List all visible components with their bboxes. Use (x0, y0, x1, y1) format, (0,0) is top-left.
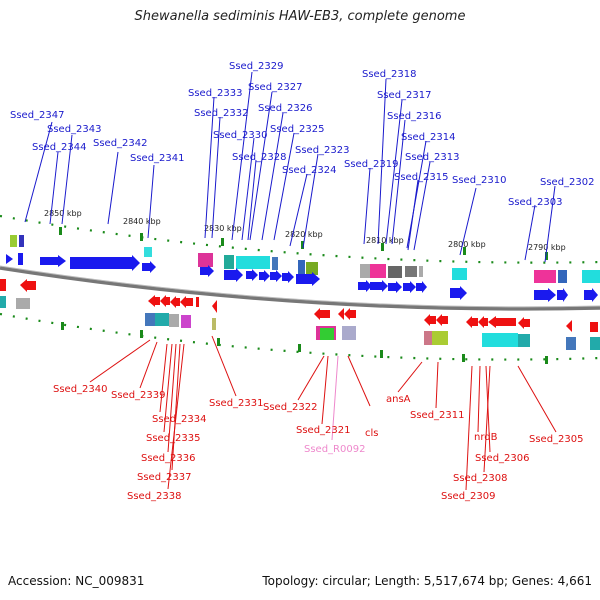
gene-label-Ssed_2344[interactable]: Ssed_2344 (32, 142, 87, 153)
plus-feature-boxes (10, 235, 600, 283)
gene-label-nrdB[interactable]: nrdB (474, 432, 498, 443)
gene-label-Ssed_2339[interactable]: Ssed_2339 (111, 390, 166, 401)
scale-label-2830: 2830 kbp (204, 224, 242, 233)
gene-label-Ssed_2341[interactable]: Ssed_2341 (130, 153, 185, 164)
scale-label-2810: 2810 kbp (366, 236, 404, 245)
gene-label-Ssed_2303[interactable]: Ssed_2303 (508, 197, 563, 208)
accession-text: Accession: NC_009831 (8, 574, 145, 588)
scale-label-2820: 2820 kbp (285, 230, 323, 239)
gene-label-Ssed_2321[interactable]: Ssed_2321 (296, 425, 351, 436)
gene-label-Ssed_2324[interactable]: Ssed_2324 (282, 165, 337, 176)
gene-label-Ssed_2326[interactable]: Ssed_2326 (258, 103, 313, 114)
gene-label-Ssed_2302[interactable]: Ssed_2302 (540, 177, 595, 188)
gene-label-ansA[interactable]: ansA (386, 394, 411, 405)
gene-label-Ssed_2333[interactable]: Ssed_2333 (188, 88, 243, 99)
gene-label-Ssed_2322[interactable]: Ssed_2322 (263, 402, 318, 413)
gene-label-Ssed_2305[interactable]: Ssed_2305 (529, 434, 584, 445)
gene-label-Ssed_2316[interactable]: Ssed_2316 (387, 111, 442, 122)
gene-label-Ssed_2317[interactable]: Ssed_2317 (377, 90, 432, 101)
gene-label-Ssed_2313[interactable]: Ssed_2313 (405, 152, 460, 163)
topology-text: Topology: circular; Length: 5,517,674 bp… (262, 574, 592, 588)
gene-label-Ssed_2306[interactable]: Ssed_2306 (475, 453, 530, 464)
gene-label-cls[interactable]: cls (365, 428, 379, 439)
gene-label-Ssed_2334[interactable]: Ssed_2334 (152, 414, 207, 425)
tick-2820 (301, 241, 304, 249)
gene-label-Ssed_2338[interactable]: Ssed_2338 (127, 491, 182, 502)
bottom-leader-lines (89, 335, 557, 491)
gene-label-Ssed_2319[interactable]: Ssed_2319 (344, 159, 399, 170)
gene-label-Ssed_2309[interactable]: Ssed_2309 (441, 491, 496, 502)
genome-backbone (0, 266, 600, 311)
gene-label-Ssed_2308[interactable]: Ssed_2308 (453, 473, 508, 484)
gene-label-Ssed_2330[interactable]: Ssed_2330 (213, 130, 268, 141)
gene-label-Ssed_2325[interactable]: Ssed_2325 (270, 124, 325, 135)
gene-label-Ssed_2332[interactable]: Ssed_2332 (194, 108, 249, 119)
gene-label-Ssed_2310[interactable]: Ssed_2310 (452, 175, 507, 186)
gene-label-Ssed_2318[interactable]: Ssed_2318 (362, 69, 417, 80)
gene-label-Ssed_2347[interactable]: Ssed_2347 (10, 110, 65, 121)
gene-label-Ssed_R0092[interactable]: Ssed_R0092 (304, 444, 365, 455)
gene-label-Ssed_2315[interactable]: Ssed_2315 (394, 172, 449, 183)
minus-genes (0, 279, 598, 332)
lower-scale-ticks (61, 322, 548, 364)
gene-label-Ssed_2311[interactable]: Ssed_2311 (410, 410, 465, 421)
gene-label-Ssed_2343[interactable]: Ssed_2343 (47, 124, 102, 135)
tick-2830 (221, 238, 224, 246)
tick-2790 (545, 252, 548, 260)
plus-genes (6, 253, 598, 302)
gene-label-Ssed_2329[interactable]: Ssed_2329 (229, 61, 284, 72)
scale-track-upper (0, 214, 600, 264)
gene-label-Ssed_2331[interactable]: Ssed_2331 (209, 398, 264, 409)
tick-2800 (463, 247, 466, 255)
gene-label-Ssed_2340[interactable]: Ssed_2340 (53, 384, 108, 395)
top-leader-lines (24, 71, 556, 263)
major-ticks (59, 227, 548, 260)
tick-2810 (381, 243, 384, 251)
minus-feature-boxes (0, 296, 600, 350)
scale-label-2800: 2800 kbp (448, 240, 486, 249)
gene-label-Ssed_2342[interactable]: Ssed_2342 (93, 138, 148, 149)
scale-label-2840: 2840 kbp (123, 217, 161, 226)
gene-label-Ssed_2337[interactable]: Ssed_2337 (137, 472, 192, 483)
tick-2840 (140, 233, 143, 241)
gene-label-Ssed_2336[interactable]: Ssed_2336 (141, 453, 196, 464)
gene-label-Ssed_2328[interactable]: Ssed_2328 (232, 152, 287, 163)
page-title: Shewanella sediminis HAW-EB3, complete g… (134, 9, 466, 24)
gene-label-Ssed_2327[interactable]: Ssed_2327 (248, 82, 303, 93)
gene-label-Ssed_2314[interactable]: Ssed_2314 (401, 132, 456, 143)
tick-2850 (59, 227, 62, 235)
gene-label-Ssed_2323[interactable]: Ssed_2323 (295, 145, 350, 156)
gene-label-Ssed_2335[interactable]: Ssed_2335 (146, 433, 201, 444)
